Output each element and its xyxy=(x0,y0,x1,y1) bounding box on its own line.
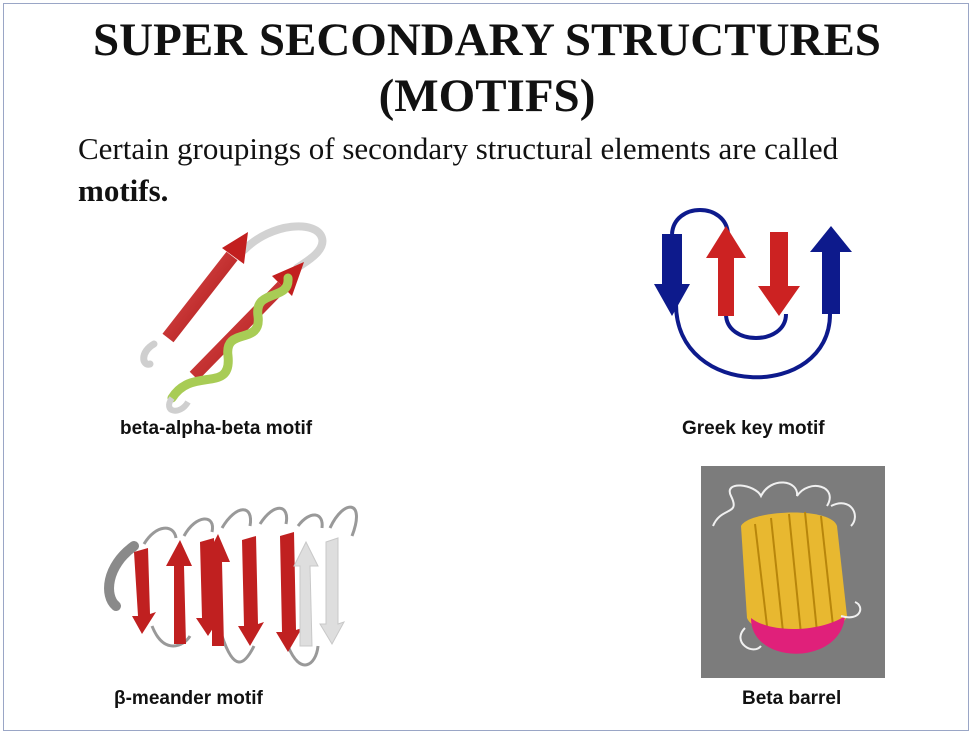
intro-text: Certain groupings of secondary structura… xyxy=(78,131,839,166)
beta-alpha-beta-figure xyxy=(140,222,327,414)
intro-bold-term: motifs. xyxy=(78,173,169,208)
beta-barrel-figure xyxy=(701,466,885,678)
title-line-1: SUPER SECONDARY STRUCTURES xyxy=(93,14,881,66)
intro-paragraph: Certain groupings of secondary structura… xyxy=(78,128,898,212)
caption-beta-alpha-beta: beta-alpha-beta motif xyxy=(120,418,313,439)
beta-meander-figure xyxy=(104,505,358,667)
caption-beta-barrel: Beta barrel xyxy=(742,688,842,709)
slide-title: SUPER SECONDARY STRUCTURES (MOTIFS) xyxy=(4,12,970,124)
slide: SUPER SECONDARY STRUCTURES (MOTIFS) Cert… xyxy=(3,3,969,731)
greek-key-figure xyxy=(654,208,852,380)
caption-beta-meander: β-meander motif xyxy=(114,688,263,709)
caption-greek-key: Greek key motif xyxy=(682,418,825,439)
title-line-2: (MOTIFS) xyxy=(378,70,596,122)
